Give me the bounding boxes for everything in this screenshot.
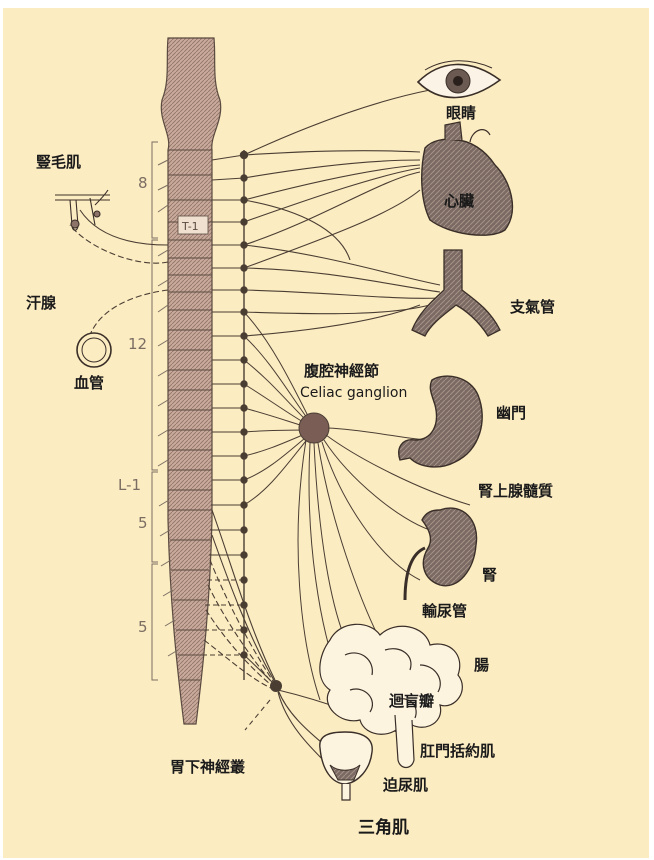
label-ureter: 輸尿管 [422,604,467,619]
label-arrector-pili: 豎毛肌 [36,155,81,170]
blood-vessel-icon [77,333,111,367]
label-adrenal-medulla: 腎上腺髓質 [478,484,553,499]
label-sweat-gland: 汗腺 [26,296,56,311]
label-ileocecal-valve: 迴盲瓣 [389,694,434,709]
label-pylorus: 幽門 [496,406,526,421]
label-kidney: 腎 [482,568,497,583]
label-trigone: 三角肌 [358,820,409,837]
label-celiac-ganglion-en: Celiac ganglion [300,386,407,400]
label-urethral-sphincter: 迫尿肌 [383,778,428,793]
hypogastric-plexus-node [270,680,282,692]
label-intestine: 腸 [474,658,489,673]
label-blood-vessel: 血管 [74,376,104,391]
marker-t12: 12 [128,335,147,353]
label-celiac-ganglion-zh: 腹腔神經節 [304,364,379,379]
label-eye: 眼睛 [446,106,476,121]
marker-l1: L-1 [118,476,141,494]
marker-c8: 8 [138,174,148,192]
marker-s5: 5 [138,618,148,636]
label-anal-sphincter: 肛門括約肌 [420,744,495,759]
label-bronchi: 支氣管 [510,300,555,315]
marker-l5: 5 [138,514,148,532]
celiac-ganglion-node [299,413,329,443]
label-hypogastric-plexus: 胃下神經叢 [170,760,245,775]
marker-t1: T-1 [181,220,199,233]
label-heart: 心臟 [444,194,474,209]
